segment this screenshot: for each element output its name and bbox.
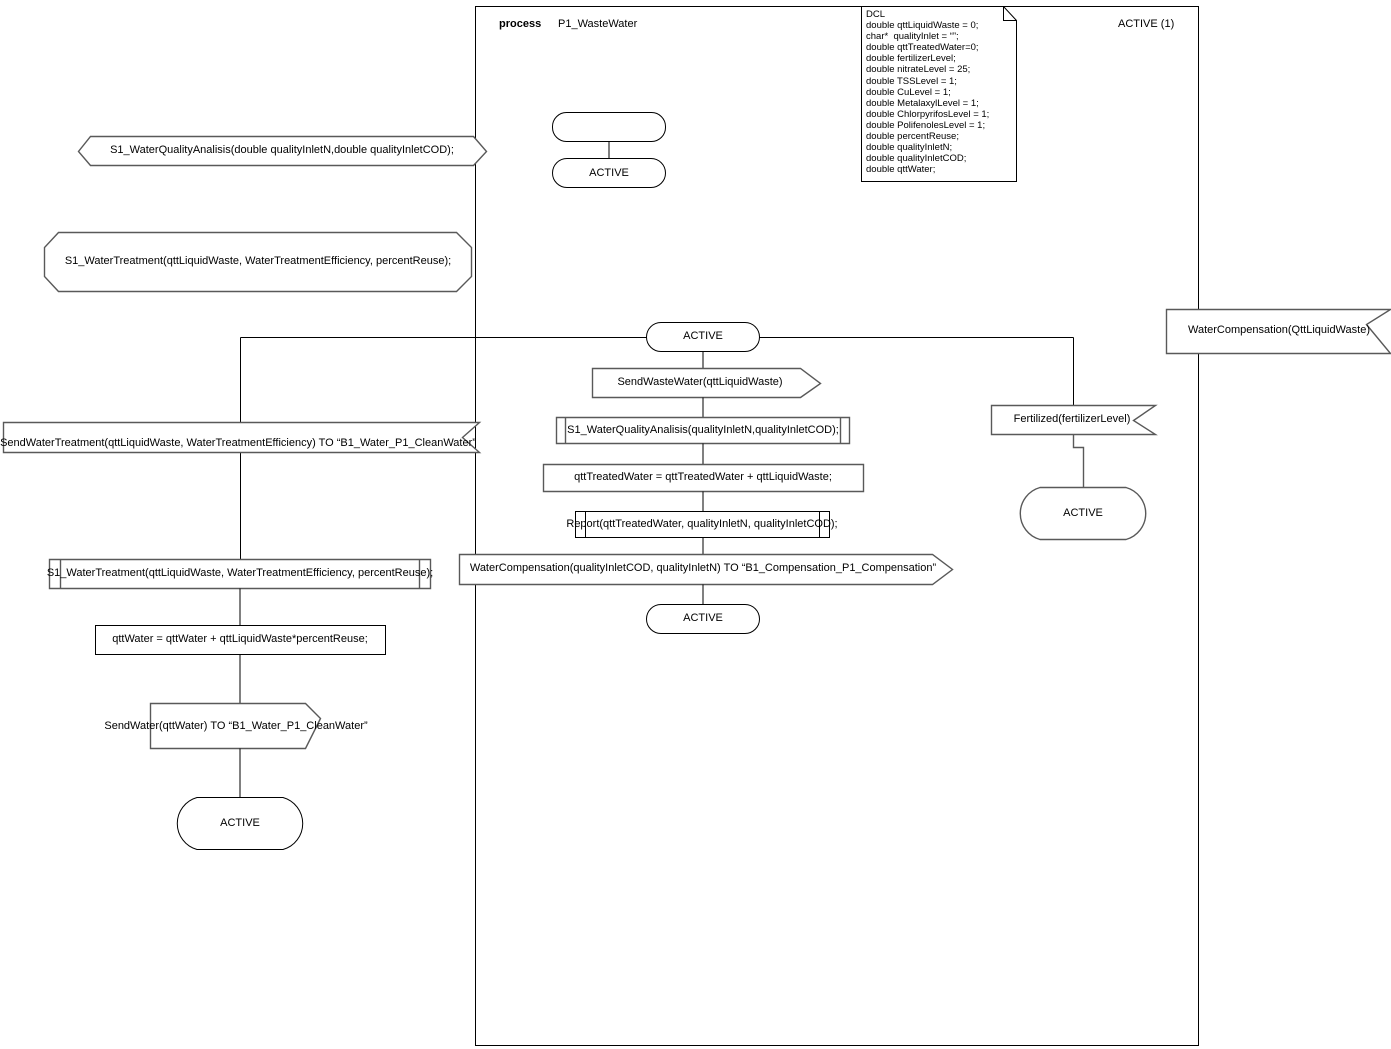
proc-water-treatment-bottom-label: S1_WaterTreatment(qttLiquidWaste, WaterT… bbox=[46, 567, 434, 579]
task-qtt-treated-water-label: qttTreatedWater = qttTreatedWater + qttL… bbox=[574, 471, 832, 483]
process-keyword: process bbox=[499, 18, 542, 30]
declaration-block-text: DCL double qttLiquidWaste = 0; char* qua… bbox=[866, 9, 990, 176]
declaration-note-fold bbox=[1004, 7, 1017, 21]
output-water-compensation-to-label: WaterCompensation(qualityInletCOD, quali… bbox=[469, 562, 937, 574]
input-send-water-treatment-label: SendWaterTreatment(qttLiquidWaste, Water… bbox=[0, 437, 476, 449]
state-counter-label: ACTIVE (1) bbox=[1118, 18, 1175, 30]
output-send-water-label: SendWater(qttWater) TO “B1_Water_P1_Clea… bbox=[104, 720, 368, 732]
start-symbol-shape bbox=[553, 113, 666, 142]
proc-report-label: Report(qttTreatedWater, qualityInletN, q… bbox=[566, 518, 838, 530]
input-fertilized-label: Fertilized(fertilizerLevel) bbox=[1013, 413, 1131, 425]
task-qtt-water-label: qttWater = qttWater + qttLiquidWaste*per… bbox=[112, 633, 368, 645]
input-water-compensation-label: WaterCompensation(QttLiquidWaste) bbox=[1188, 324, 1370, 336]
connector-fertilized-to-active bbox=[1074, 435, 1084, 488]
state-active-main-label: ACTIVE bbox=[683, 330, 723, 342]
state-active-start-label: ACTIVE bbox=[589, 167, 629, 179]
input-water-quality-analisis-label: S1_WaterQualityAnalisis(double qualityIn… bbox=[110, 144, 454, 156]
state-active-right-label: ACTIVE bbox=[1063, 507, 1103, 519]
state-active-center-bottom-label: ACTIVE bbox=[683, 612, 723, 624]
state-active-left-bottom-label: ACTIVE bbox=[220, 817, 260, 829]
proc-water-quality-analisis-label: S1_WaterQualityAnalisis(qualityInletN,qu… bbox=[567, 424, 839, 436]
process-name: P1_WasteWater bbox=[558, 18, 638, 30]
output-send-waste-water-label: SendWasteWater(qttLiquidWaste) bbox=[617, 376, 783, 388]
input-water-treatment-top-label: S1_WaterTreatment(qttLiquidWaste, WaterT… bbox=[64, 255, 452, 267]
